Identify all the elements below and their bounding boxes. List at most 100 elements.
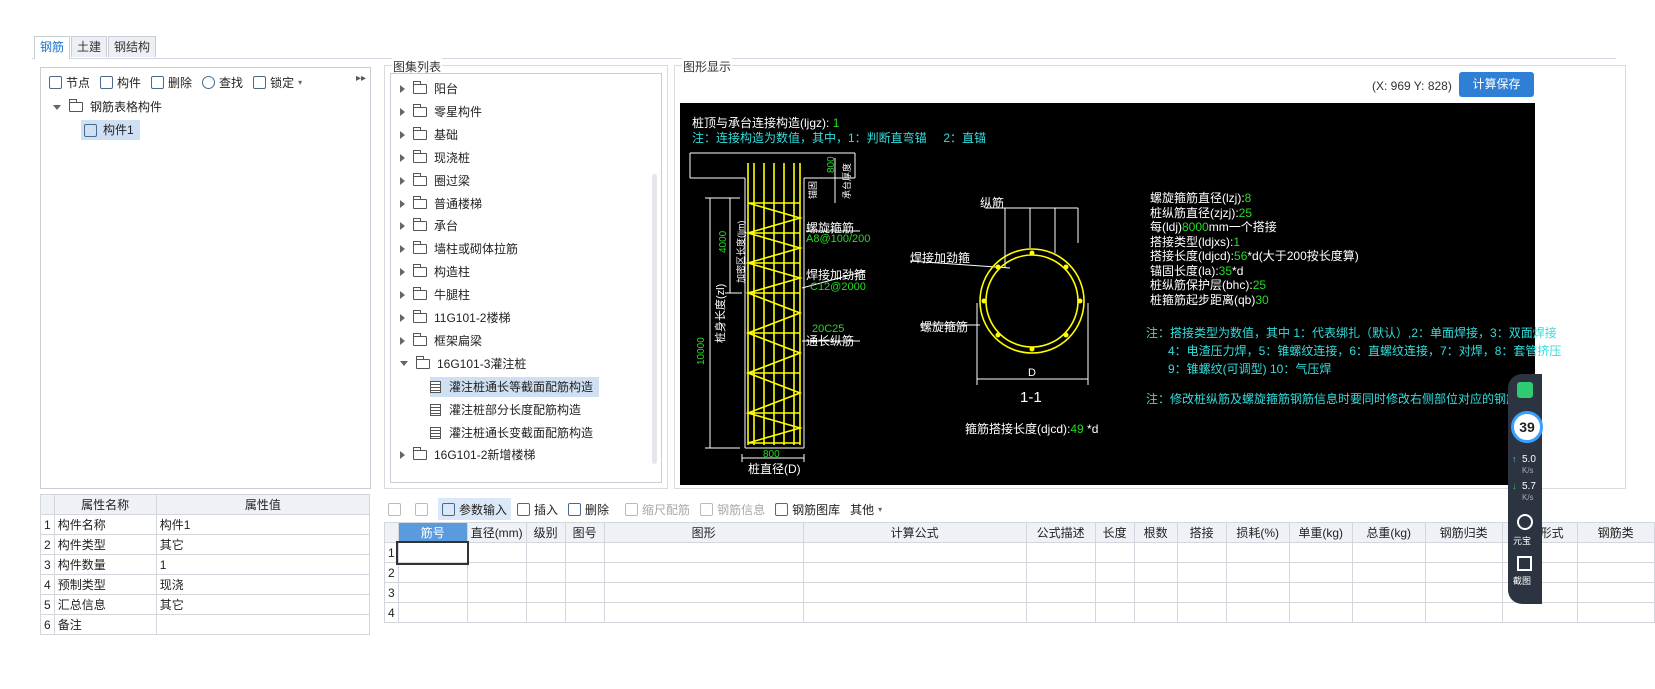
rebar-column-header[interactable]: 长度 bbox=[1094, 522, 1135, 543]
rebar-cell[interactable] bbox=[1176, 562, 1227, 583]
rebar-cell[interactable] bbox=[1094, 542, 1135, 563]
rebar-cell[interactable] bbox=[1288, 542, 1353, 563]
rebar-cell[interactable] bbox=[1424, 562, 1503, 583]
rebar-cell[interactable] bbox=[603, 582, 804, 603]
rebar-cell[interactable] bbox=[1225, 602, 1290, 623]
rebar-cell[interactable] bbox=[1133, 562, 1178, 583]
rebar-cell[interactable] bbox=[1351, 542, 1426, 563]
rebar-cell[interactable] bbox=[802, 582, 1027, 603]
rebar-cell[interactable] bbox=[603, 602, 804, 623]
insert-button[interactable]: 插入 bbox=[513, 498, 562, 520]
rebar-cell[interactable] bbox=[1225, 562, 1290, 583]
caret-right-icon[interactable] bbox=[400, 199, 405, 208]
rebar-cell[interactable] bbox=[1576, 602, 1655, 623]
rebar-cell[interactable] bbox=[525, 542, 566, 563]
property-value[interactable]: 其它 bbox=[155, 594, 371, 615]
system-monitor-widget[interactable]: 39 5.0 ↑ K/s 5.7 ↓ K/s 元宝 截图 bbox=[1508, 374, 1543, 604]
rebar-cell[interactable] bbox=[564, 542, 605, 563]
rebar-column-header[interactable]: 钢筋归类 bbox=[1424, 522, 1503, 543]
atlas-item[interactable]: 构造柱 bbox=[400, 262, 470, 282]
rebar-column-header[interactable]: 直径(mm) bbox=[466, 522, 527, 543]
delete-row-button[interactable]: 删除 bbox=[564, 498, 613, 520]
table-row[interactable]: 4 bbox=[384, 602, 1655, 623]
node-button[interactable]: 节点 bbox=[45, 71, 94, 93]
find-button[interactable]: 查找 bbox=[198, 71, 247, 93]
rebar-cell[interactable] bbox=[1351, 562, 1426, 583]
rebar-cell[interactable] bbox=[1176, 542, 1227, 563]
tab-civil[interactable]: 土建 bbox=[71, 36, 108, 57]
rebar-info-button[interactable]: 钢筋信息 bbox=[696, 498, 769, 520]
caret-right-icon[interactable] bbox=[400, 176, 405, 185]
drawing-canvas[interactable]: 桩顶与承台连接构造(ljgz): 1 注：连接构造为数值，其中，1：判断直弯锚 … bbox=[680, 103, 1561, 485]
rebar-cell[interactable] bbox=[1288, 582, 1353, 603]
other-menu-button[interactable]: 其他▾ bbox=[846, 498, 886, 520]
rebar-cell[interactable] bbox=[396, 540, 470, 565]
rebar-cell[interactable] bbox=[802, 562, 1027, 583]
caret-right-icon[interactable] bbox=[400, 245, 405, 254]
rebar-cell[interactable] bbox=[397, 562, 468, 583]
rebar-column-header[interactable]: 总重(kg) bbox=[1351, 522, 1426, 543]
rebar-cell[interactable] bbox=[466, 582, 527, 603]
table-row[interactable]: 3 bbox=[384, 582, 1655, 603]
rebar-column-header[interactable]: 损耗(%) bbox=[1225, 522, 1290, 543]
expand-panel-icon[interactable]: ▸▸ bbox=[355, 73, 366, 84]
rebar-cell[interactable] bbox=[1025, 562, 1096, 583]
tab-steel[interactable]: 钢结构 bbox=[108, 36, 157, 57]
rebar-cell[interactable] bbox=[466, 602, 527, 623]
atlas-item[interactable]: 承台 bbox=[400, 216, 458, 236]
rebar-column-header[interactable]: 搭接 bbox=[1176, 522, 1227, 543]
rebar-cell[interactable] bbox=[564, 602, 605, 623]
move-up-button[interactable] bbox=[384, 498, 409, 520]
rebar-cell[interactable] bbox=[525, 582, 566, 603]
rebar-cell[interactable] bbox=[1025, 602, 1096, 623]
rebar-column-header[interactable]: 图形 bbox=[603, 522, 804, 543]
rebar-cell[interactable] bbox=[525, 602, 566, 623]
tree-item-component1[interactable]: 构件1 bbox=[81, 120, 140, 140]
rebar-column-header[interactable]: 筋号 bbox=[397, 522, 468, 543]
rebar-cell[interactable] bbox=[1424, 542, 1503, 563]
atlas-item[interactable]: 框架扁梁 bbox=[400, 331, 482, 351]
rebar-cell[interactable] bbox=[1025, 542, 1096, 563]
rebar-cell[interactable] bbox=[1094, 602, 1135, 623]
atlas-item[interactable]: 墙柱或砌体拉筋 bbox=[400, 239, 518, 259]
rebar-cell[interactable] bbox=[1288, 602, 1353, 623]
rebar-cell[interactable] bbox=[564, 562, 605, 583]
rebar-cell[interactable] bbox=[1094, 582, 1135, 603]
lock-button[interactable]: 锁定▾ bbox=[249, 71, 306, 93]
table-row[interactable]: 1 bbox=[384, 540, 1655, 565]
caret-right-icon[interactable] bbox=[400, 291, 405, 300]
rebar-cell[interactable] bbox=[1133, 602, 1178, 623]
rebar-cell[interactable] bbox=[1176, 602, 1227, 623]
param-input-button[interactable]: 参数输入 bbox=[438, 498, 512, 520]
rebar-cell[interactable] bbox=[802, 602, 1027, 623]
atlas-child-item[interactable]: 灌注桩通长变截面配筋构造 bbox=[430, 423, 593, 443]
rebar-column-header[interactable]: 钢筋类 bbox=[1576, 522, 1655, 543]
yuanbao-icon[interactable] bbox=[1517, 514, 1533, 530]
component-button[interactable]: 构件 bbox=[96, 71, 145, 93]
atlas-item[interactable]: 阳台 bbox=[400, 79, 458, 99]
rebar-cell[interactable] bbox=[1351, 582, 1426, 603]
atlas-item[interactable]: 16G101-2新增楼梯 bbox=[400, 445, 535, 465]
screenshot-icon[interactable] bbox=[1517, 556, 1532, 571]
scale-rebar-button[interactable]: 缩尺配筋 bbox=[621, 498, 694, 520]
atlas-item[interactable]: 零星构件 bbox=[400, 102, 482, 122]
calc-save-button[interactable]: 计算保存 bbox=[1459, 72, 1534, 97]
caret-right-icon[interactable] bbox=[400, 153, 405, 162]
rebar-cell[interactable] bbox=[802, 542, 1027, 563]
rebar-cell[interactable] bbox=[466, 542, 527, 563]
atlas-item[interactable]: 基础 bbox=[400, 125, 458, 145]
caret-right-icon[interactable] bbox=[400, 222, 405, 231]
rebar-cell[interactable] bbox=[1576, 542, 1655, 563]
caret-right-icon[interactable] bbox=[400, 336, 405, 345]
rebar-cell[interactable] bbox=[603, 562, 804, 583]
caret-right-icon[interactable] bbox=[400, 130, 405, 139]
tree-root[interactable]: 钢筋表格构件 bbox=[53, 97, 162, 117]
rebar-column-header[interactable]: 计算公式 bbox=[802, 522, 1027, 543]
rebar-cell[interactable] bbox=[1424, 602, 1503, 623]
rebar-cell[interactable] bbox=[1501, 602, 1578, 623]
rebar-cell[interactable] bbox=[1576, 562, 1655, 583]
property-value[interactable]: 其它 bbox=[155, 534, 371, 555]
